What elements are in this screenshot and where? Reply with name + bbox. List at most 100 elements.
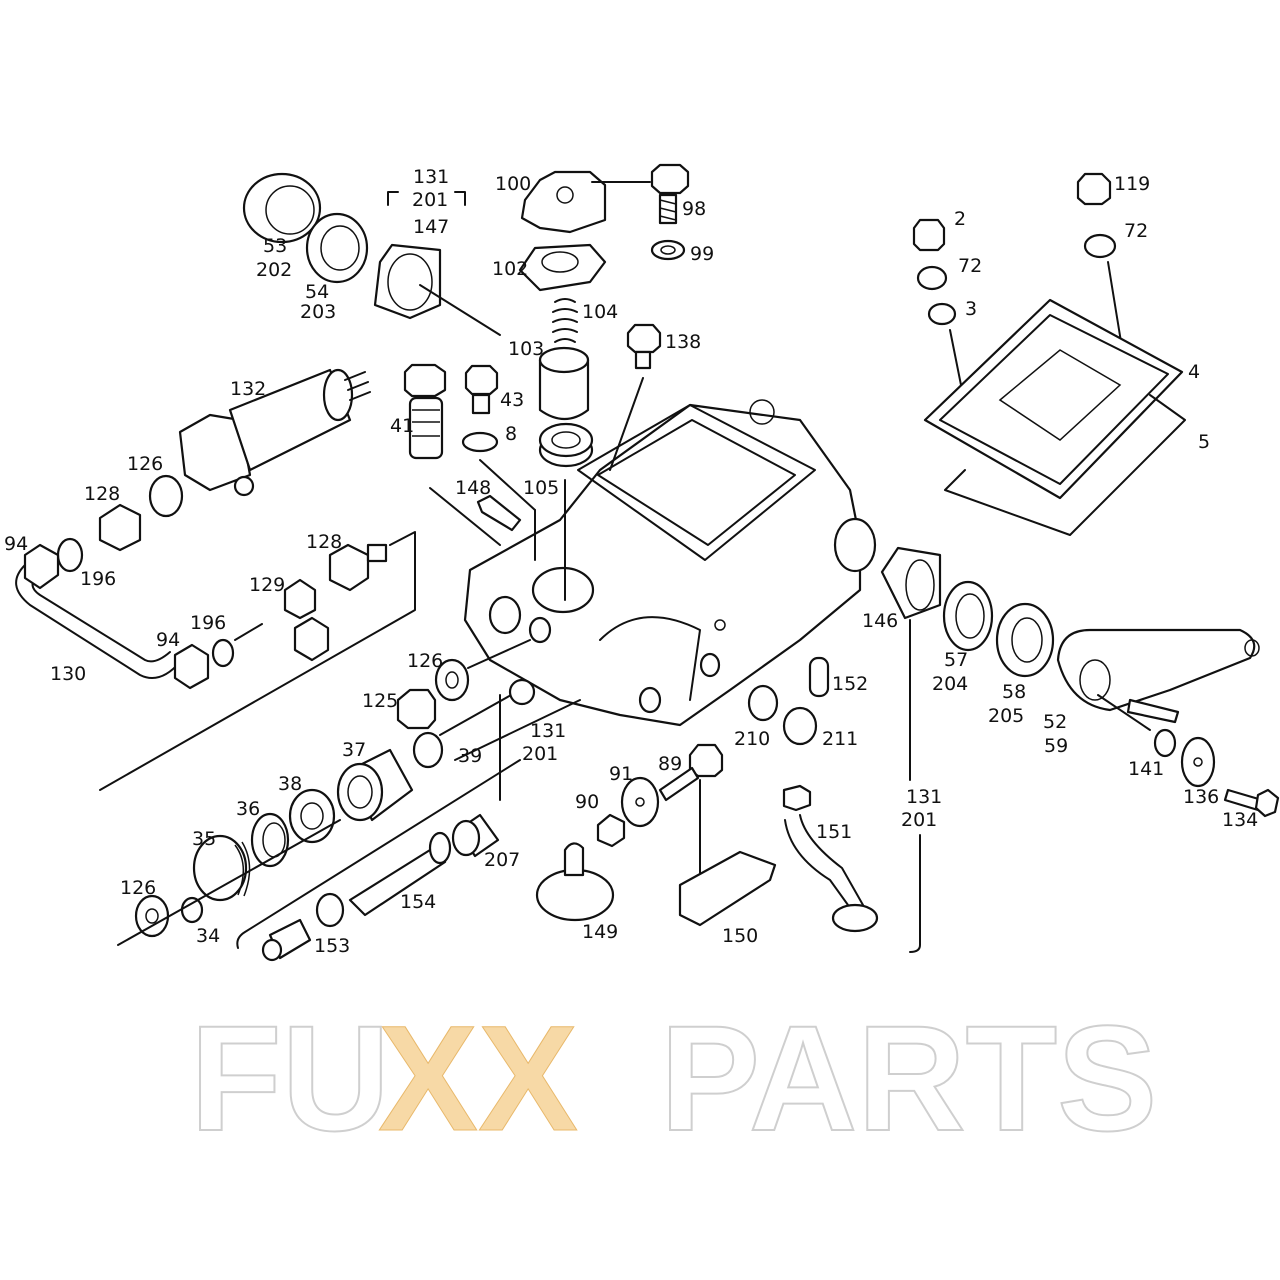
label-102: 102 — [492, 258, 528, 280]
plug-41 — [403, 363, 447, 460]
label-130: 130 — [50, 663, 86, 685]
label-211: 211 — [822, 728, 858, 750]
pipe-130 — [15, 543, 210, 690]
label-59: 59 — [1044, 735, 1068, 757]
label-34: 34 — [196, 925, 220, 947]
label-119: 119 — [1114, 173, 1150, 195]
label-202: 202 — [256, 259, 292, 281]
washer-8 — [461, 431, 499, 453]
label-group-131: 131 — [413, 166, 449, 188]
bolt-2 — [912, 218, 946, 252]
ring-39 — [412, 731, 444, 769]
nut-129 — [283, 578, 330, 662]
label-134: 134 — [1222, 809, 1258, 831]
ring-34 — [180, 896, 204, 924]
label-103: 103 — [508, 338, 544, 360]
label-125: 125 — [362, 690, 398, 712]
label-141: 141 — [1128, 758, 1164, 780]
pad-149 — [535, 842, 615, 922]
pin-152 — [808, 656, 830, 698]
label-105: 105 — [523, 477, 559, 499]
label-52: 52 — [1043, 711, 1067, 733]
label-203: 203 — [300, 301, 336, 323]
bushing-153 — [261, 892, 345, 962]
label-5: 5 — [1198, 431, 1210, 453]
label-41: 41 — [390, 415, 414, 437]
gear-105 — [538, 422, 594, 468]
piston-37 — [336, 748, 414, 822]
label-128b: 128 — [306, 531, 342, 553]
label-36: 36 — [236, 798, 260, 820]
washer-72b — [1083, 233, 1117, 259]
label-4: 4 — [1188, 361, 1200, 383]
bolt-134 — [1223, 788, 1280, 818]
label-136: 136 — [1183, 786, 1219, 808]
label-58: 58 — [1002, 681, 1026, 703]
ring-36 — [250, 812, 290, 868]
shaft-154 — [348, 831, 452, 917]
label-153: 153 — [314, 935, 350, 957]
label-72a: 72 — [958, 255, 982, 277]
label-150: 150 — [722, 925, 758, 947]
label-54: 54 — [305, 281, 329, 303]
gasket-5 — [944, 394, 1186, 536]
label-126a: 126 — [127, 453, 163, 475]
bushing-147 — [373, 243, 442, 320]
ring-196b — [211, 638, 235, 668]
label-37: 37 — [342, 739, 366, 761]
label-201-mid: 201 — [522, 743, 558, 765]
bolt-98 — [650, 163, 690, 225]
bushing-146 — [880, 546, 942, 620]
label-147: 147 — [413, 216, 449, 238]
label-146: 146 — [862, 610, 898, 632]
washer-3 — [927, 302, 957, 326]
ring-196a — [56, 537, 84, 573]
washer-141 — [1153, 728, 1177, 758]
label-126b: 126 — [407, 650, 443, 672]
label-152: 152 — [832, 673, 868, 695]
cap-35 — [192, 834, 251, 902]
washer-126a — [148, 474, 184, 518]
label-98: 98 — [682, 198, 706, 220]
label-89: 89 — [658, 753, 682, 775]
valve-132 — [178, 368, 371, 497]
sleeve-103 — [538, 346, 590, 421]
seal-53 — [242, 172, 322, 244]
lever-150 — [678, 850, 777, 927]
bearing-54 — [305, 212, 369, 284]
bushing-131 — [508, 678, 536, 706]
bearing-57 — [942, 580, 994, 652]
washer-91 — [620, 776, 660, 828]
washer-126c — [134, 894, 170, 938]
bushing-207 — [451, 813, 500, 858]
label-129: 129 — [249, 574, 285, 596]
watermark: FU XX PARTS — [189, 993, 1158, 1163]
label-196b: 196 — [190, 612, 226, 634]
nut-90 — [596, 813, 626, 848]
watermark-text-left: FU — [190, 994, 390, 1162]
plug-43 — [464, 364, 499, 415]
label-53: 53 — [263, 235, 287, 257]
watermark-text-right: PARTS — [660, 994, 1157, 1162]
label-43: 43 — [500, 389, 524, 411]
label-131-mid: 131 — [530, 720, 566, 742]
bolt-119 — [1076, 172, 1112, 206]
bearing-58 — [995, 602, 1055, 678]
label-2: 2 — [954, 208, 966, 230]
label-131-right: 131 — [906, 786, 942, 808]
label-149: 149 — [582, 921, 618, 943]
housing — [463, 399, 877, 727]
spring-104 — [552, 298, 578, 343]
label-196a: 196 — [80, 568, 116, 590]
bolt-89 — [658, 743, 724, 802]
plug-211 — [782, 706, 818, 746]
label-148: 148 — [455, 477, 491, 499]
flange-102 — [518, 243, 607, 292]
label-94b: 94 — [156, 629, 180, 651]
nut-128b — [328, 543, 388, 592]
label-group-201: 201 — [412, 189, 448, 211]
label-99: 99 — [690, 243, 714, 265]
label-38: 38 — [278, 773, 302, 795]
label-126c: 126 — [120, 877, 156, 899]
label-3: 3 — [965, 298, 977, 320]
